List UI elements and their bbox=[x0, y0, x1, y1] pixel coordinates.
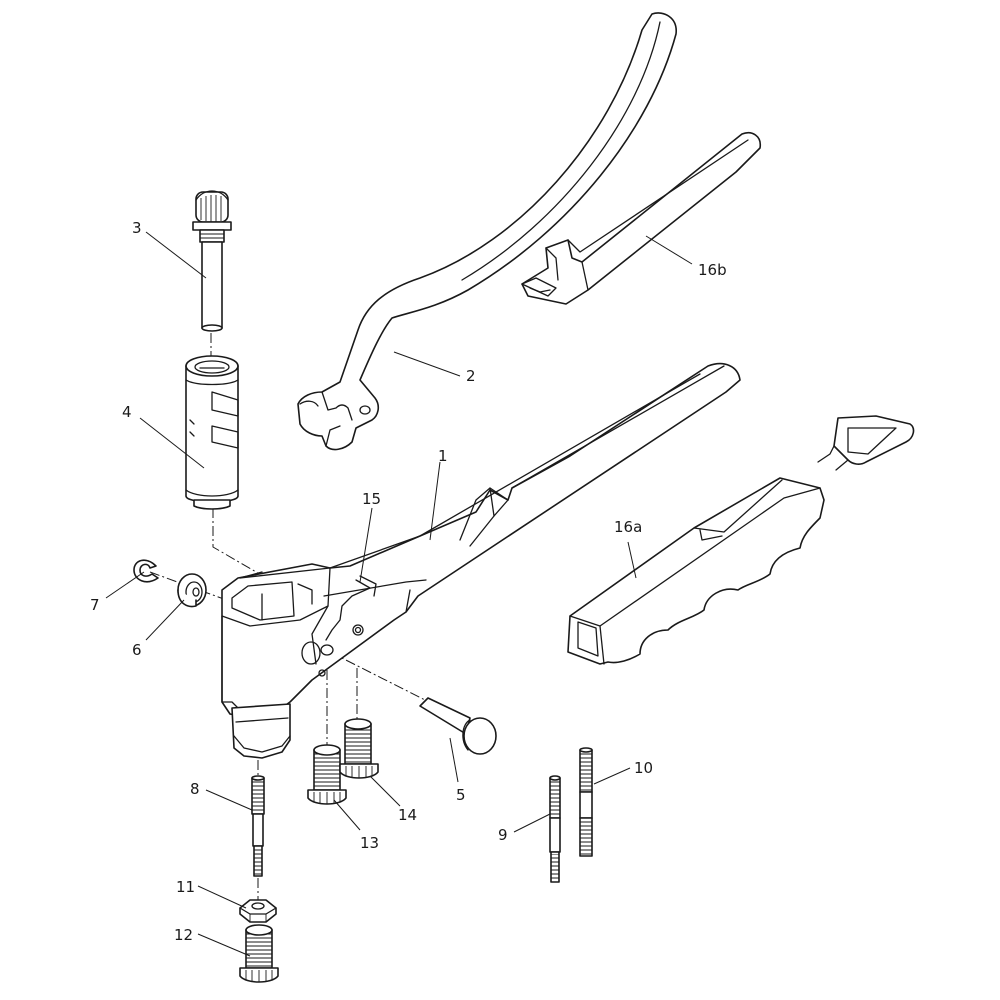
mandrel-part-9 bbox=[549, 775, 561, 883]
label-part-12: 12 bbox=[174, 926, 193, 944]
nozzle-part-12 bbox=[239, 924, 279, 983]
label-part-3: 3 bbox=[132, 219, 142, 237]
label-part-8: 8 bbox=[190, 780, 200, 798]
label-part-5: 5 bbox=[456, 786, 466, 804]
label-part-13: 13 bbox=[360, 834, 379, 852]
label-part-2: 2 bbox=[466, 367, 476, 385]
mandrel-part-3 bbox=[192, 190, 232, 332]
label-part-10: 10 bbox=[634, 759, 653, 777]
e-clip-part-7 bbox=[133, 559, 159, 583]
mandrel-rod-part-8 bbox=[251, 775, 265, 877]
label-part-15: 15 bbox=[362, 490, 381, 508]
label-part-1: 1 bbox=[438, 447, 448, 465]
label-part-6: 6 bbox=[132, 641, 142, 659]
lower-grip-part-16a bbox=[567, 415, 915, 665]
leader-lines bbox=[105, 231, 693, 957]
pin-part-5 bbox=[419, 697, 497, 755]
nozzle-part-14 bbox=[339, 718, 379, 779]
upper-handle-part-2 bbox=[297, 12, 677, 451]
nose-piece bbox=[231, 703, 291, 759]
label-part-16b: 16b bbox=[698, 261, 727, 279]
label-part-14: 14 bbox=[398, 806, 417, 824]
upper-grip-part-16b bbox=[521, 132, 762, 305]
mandrel-part-10 bbox=[579, 747, 593, 857]
spring-part-15 bbox=[325, 575, 377, 641]
label-part-7: 7 bbox=[90, 596, 100, 614]
label-part-9: 9 bbox=[498, 826, 508, 844]
part-labels: 3 4 2 1 15 16b 16a 7 6 5 14 13 8 11 12 9… bbox=[90, 219, 727, 944]
nozzle-part-13 bbox=[307, 744, 347, 805]
sleeve-part-4 bbox=[185, 355, 239, 510]
bushing-part-6 bbox=[177, 573, 207, 608]
label-part-4: 4 bbox=[122, 403, 132, 421]
label-part-16a: 16a bbox=[614, 518, 642, 536]
hex-nut-part-11 bbox=[239, 899, 277, 923]
label-part-11: 11 bbox=[176, 878, 195, 896]
